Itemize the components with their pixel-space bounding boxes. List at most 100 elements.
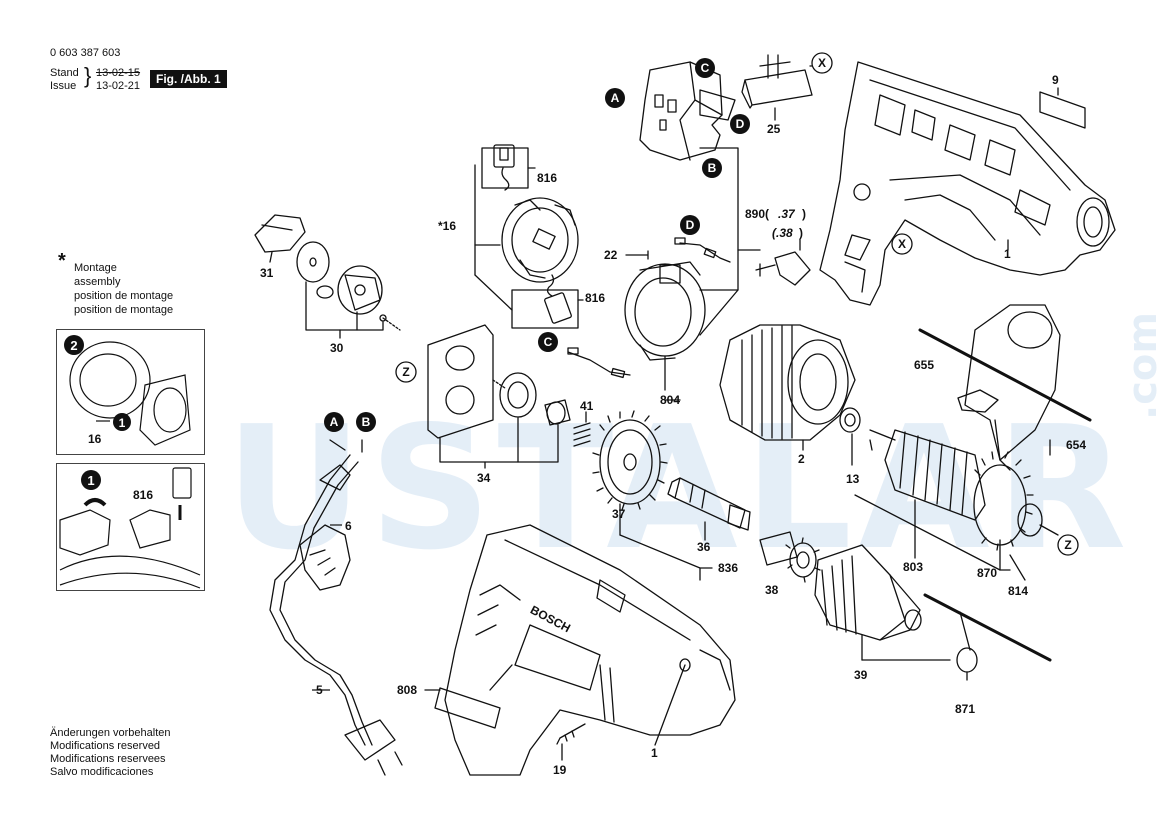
part-label-836: 836 — [718, 561, 738, 575]
callout-b-cord: B — [362, 415, 371, 429]
callout-z-armature-marker — [1057, 534, 1079, 556]
callout-z-armature: Z — [1064, 538, 1071, 552]
callout-c-top: C — [701, 61, 710, 75]
footer-line2: Modifications reserved — [50, 740, 161, 752]
part-label-890-38: (.38 — [772, 226, 793, 240]
inset-step-2: 2 — [70, 338, 77, 353]
power-cord — [269, 454, 373, 746]
terminal-wire-lower — [567, 351, 631, 376]
part-label-6: 6 — [345, 519, 352, 533]
note-line3: position de montage — [74, 290, 174, 302]
callout-d-top: D — [736, 117, 745, 131]
part-label-16: *16 — [438, 219, 456, 233]
inset-step-2-marker — [64, 335, 84, 355]
screw-22 — [625, 250, 649, 260]
note-line4: position de montage — [74, 304, 174, 316]
part-label-25: 25 — [767, 122, 781, 136]
inset-brush-insert — [56, 463, 205, 591]
terminal-890 — [755, 239, 811, 286]
cap-31 — [254, 214, 306, 263]
footer: Änderungen vorbehalten Modifications res… — [50, 727, 170, 779]
part-label-19: 19 — [553, 763, 567, 777]
part-label-1-top: 1 — [1004, 247, 1011, 261]
callout-c-mid: C — [544, 335, 553, 349]
inset-step-1b-marker — [81, 470, 101, 490]
callout-d-top-marker — [730, 114, 750, 134]
note-star: * — [58, 250, 66, 272]
brush-housing-804 — [624, 261, 706, 391]
part-label-38: 38 — [765, 583, 779, 597]
part-label-816-lower: 816 — [585, 291, 605, 305]
callout-a-top-marker — [605, 88, 625, 108]
ball-bearing — [499, 372, 537, 418]
armature-803 — [869, 429, 1059, 559]
part-label-22: 22 — [604, 248, 618, 262]
callout-d-mid: D — [686, 218, 695, 232]
part-label-814: 814 — [1008, 584, 1028, 598]
callout-x-top-marker — [811, 52, 833, 74]
callout-a-top: A — [611, 91, 620, 105]
spindle-gear-38 — [759, 531, 821, 583]
part-label-890: 890( — [745, 207, 769, 221]
inset-step-1-marker — [113, 413, 131, 431]
part-label-13: 13 — [846, 472, 860, 486]
inset-brush-holder — [56, 329, 205, 455]
screw-19 — [556, 723, 586, 745]
switch-slider — [741, 54, 813, 121]
part-label-871: 871 — [955, 702, 975, 716]
callout-c-top-marker — [695, 58, 715, 78]
part-label-30: 30 — [330, 341, 344, 355]
spindle-36 — [667, 477, 751, 541]
note-line2: assembly — [74, 276, 121, 288]
callout-b-top: B — [708, 161, 717, 175]
housing-half-branded — [444, 524, 736, 776]
bearing-13 — [839, 407, 861, 466]
label-strip-9 — [1039, 91, 1086, 129]
part-label-41: 41 — [580, 399, 594, 413]
bearing-plate — [427, 324, 494, 439]
part-label-654: 654 — [1066, 438, 1086, 452]
callout-x-housing-marker — [891, 233, 913, 255]
part-label-816-upper: 816 — [537, 171, 557, 185]
footer-line3: Modifications reservees — [50, 753, 166, 765]
callout-b-cord-marker — [356, 412, 376, 432]
callout-a-cord-marker — [324, 412, 344, 432]
part-label-890-38-close: ) — [799, 226, 803, 240]
chuck-key-871 — [923, 593, 1052, 681]
carbon-brush-upper — [493, 144, 515, 191]
part-label-9: 9 — [1052, 73, 1059, 87]
stand-label: Stand — [50, 67, 79, 79]
figure-tag: Fig. /Abb. 1 — [150, 70, 227, 88]
stand-date: 13-02-15 — [96, 67, 141, 79]
issue-date: 13-02-21 — [96, 80, 141, 92]
needle-bearing — [544, 399, 571, 426]
part-number: 0 603 387 603 — [50, 47, 121, 59]
part-label-655: 655 — [914, 358, 934, 372]
footer-line1: Änderungen vorbehalten — [50, 727, 171, 739]
inset-step-1b: 1 — [87, 473, 94, 488]
brush-holder-ring — [501, 197, 579, 283]
field-stator-2 — [719, 324, 856, 451]
inset-part-16: 16 — [88, 432, 102, 446]
footer-line4: Salvo modificaciones — [50, 766, 154, 778]
part-label-31: 31 — [260, 266, 274, 280]
part-label-890-close: ) — [802, 207, 806, 221]
part-label-37: 37 — [612, 507, 626, 521]
callout-x-top: X — [818, 56, 826, 70]
inset-part-816: 816 — [133, 488, 153, 502]
spring-41 — [573, 411, 591, 447]
callout-d-mid-marker — [680, 215, 700, 235]
drill-chuck-39 — [814, 544, 922, 661]
note-line1: Montage — [74, 262, 117, 274]
power-plug — [344, 719, 403, 776]
brand-logo-text: BOSCH — [528, 603, 573, 636]
part-label-36: 36 — [697, 540, 711, 554]
callout-a-cord: A — [330, 415, 339, 429]
callout-c-mid-marker — [538, 332, 558, 352]
part-label-890-37: .37 — [778, 207, 796, 221]
part-label-808: 808 — [397, 683, 417, 697]
issue-label: Issue — [50, 80, 77, 92]
auxiliary-handle — [918, 304, 1092, 471]
inset-step-1: 1 — [119, 416, 126, 430]
